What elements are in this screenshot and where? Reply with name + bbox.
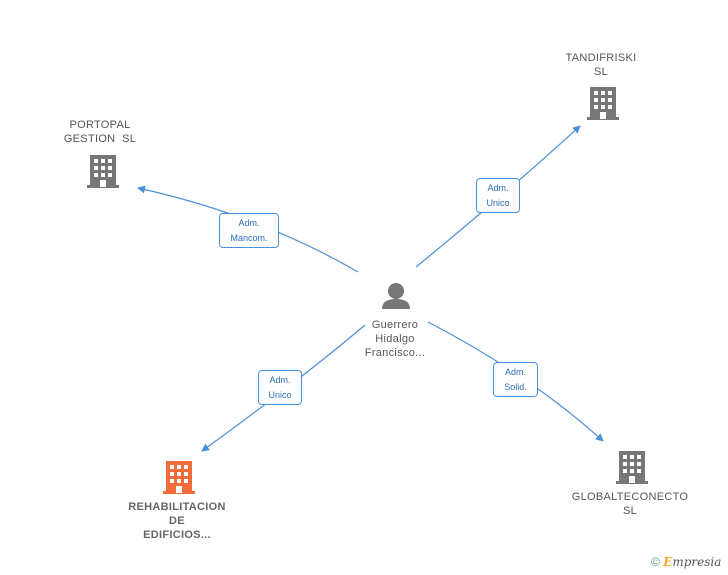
person-icon[interactable]	[382, 283, 410, 309]
building-icon-tandifriski[interactable]	[587, 87, 619, 120]
copyright-footer[interactable]: © Empresia	[651, 555, 721, 569]
company-label-portopal[interactable]: PORTOPAL GESTION SL	[63, 119, 137, 145]
company-label-globalteconecto[interactable]: GLOBALTECONECTO SL	[571, 491, 689, 517]
building-icon-globalteconecto[interactable]	[616, 451, 648, 484]
company-label-rehabilitacion[interactable]: REHABILITACION DE EDIFICIOS...	[128, 501, 226, 541]
edge-label-rehabilitacion: Adm. Unico	[258, 370, 302, 405]
building-icon-portopal[interactable]	[87, 155, 119, 188]
edge-label-portopal: Adm. Mancom.	[219, 213, 279, 248]
edge-label-tandifriski: Adm. Unico	[476, 178, 520, 213]
company-label-tandifriski[interactable]: TANDIFRISKI SL	[565, 52, 637, 78]
person-name[interactable]: Guerrero Hidalgo Francisco...	[364, 319, 426, 359]
copyright-icon: ©	[651, 555, 660, 569]
empresia-logo: Empresia	[663, 555, 722, 569]
building-icon-rehabilitacion[interactable]	[163, 461, 195, 494]
edge-label-globalteconecto: Adm. Solid.	[493, 362, 538, 397]
